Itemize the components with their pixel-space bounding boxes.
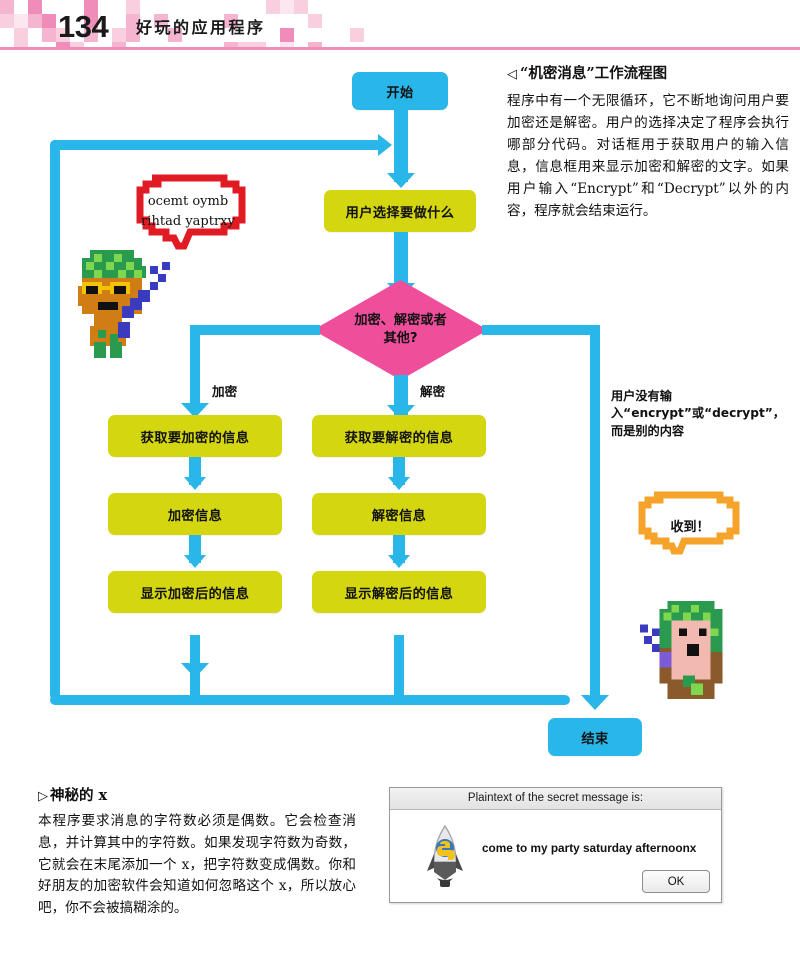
header-pixel-pattern: [0, 0, 378, 48]
decision-label-line1: 加密、解密或者: [354, 313, 447, 329]
bottom-note-heading-text: 神秘的 x: [50, 787, 108, 804]
page-header: 134 好玩的应用程序: [0, 0, 800, 52]
connector-ask-to-decision: [394, 232, 408, 292]
sidebar-note-body: 程序中有一个无限循环，它不断地询问用户要加密还是解密。用户的选择决定了程序会执行…: [507, 93, 789, 220]
flow-node-end[interactable]: 结束: [548, 718, 642, 756]
loopback-arrowhead: [378, 134, 392, 156]
flow-node-left-step-3[interactable]: 显示加密后的信息: [108, 571, 282, 613]
loopback-top-segment: [50, 140, 385, 150]
speech-bubble-red-text: ocemt oymb rihtad yaptrxy: [118, 192, 258, 231]
connector-decision-right-v: [590, 325, 600, 705]
flow-node-left-step-2[interactable]: 加密信息: [108, 493, 282, 535]
connector-decision-right-arrow: [581, 695, 609, 710]
speech-bubble-orange-shape: [638, 491, 740, 555]
left-branch-return-arrow: [181, 663, 209, 678]
connector-decision-right-h: [482, 325, 600, 335]
connector-decision-left-h: [190, 325, 320, 335]
connector-right-1-2-arrow: [388, 477, 410, 490]
flow-node-decision[interactable]: 加密、解密或者 其他?: [313, 280, 488, 380]
dialog-ok-button[interactable]: OK: [642, 870, 710, 893]
speech-bubble-red: ocemt oymb rihtad yaptrxy: [118, 172, 258, 260]
speech-bubble-orange: 收到！: [628, 490, 752, 570]
branch-label-encrypt: 加密: [212, 384, 238, 399]
dialog-body: come to my party saturday afternoonx OK: [390, 810, 721, 902]
connector-left-2-3-arrow: [184, 555, 206, 568]
dialog-message: come to my party saturday afternoonx: [482, 841, 697, 855]
speech-bubble-red-shape: [136, 174, 246, 250]
page-title: 好玩的应用程序: [136, 18, 266, 37]
pixel-boy-avatar: [78, 250, 170, 358]
triangle-right-icon: ▷: [38, 789, 48, 804]
bottom-note-heading: ▷神秘的 x: [38, 784, 356, 805]
branch-label-decrypt: 解密: [420, 384, 446, 399]
message-dialog: Plaintext of the secret message is: come…: [389, 787, 722, 903]
sidebar-note-heading: ◁“机密消息”工作流程图: [507, 62, 789, 83]
page-number: 134: [58, 9, 109, 44]
pixel-girl-avatar: [640, 600, 723, 699]
connector-start-to-ask: [394, 110, 408, 182]
loop-annotation: 用户没有输入“encrypt”或“decrypt”，而是别的内容: [611, 389, 785, 438]
decision-label-line2: 其他?: [383, 331, 418, 346]
dialog-title: Plaintext of the secret message is:: [390, 788, 721, 810]
bottom-note-body: 本程序要求消息的字符数必须是偶数。它会检查消息，并计算其中的字符数。如果发现字符…: [38, 813, 356, 916]
sidebar-note: ◁“机密消息”工作流程图 程序中有一个无限循环，它不断地询问用户要加密还是解密。…: [507, 62, 789, 222]
connector-decision-left-arrow: [181, 403, 209, 418]
speech-bubble-red-line2: rihtad yaptrxy: [141, 213, 235, 229]
speech-bubble-red-line1: ocemt oymb: [147, 194, 229, 209]
flow-node-right-step-3[interactable]: 显示解密后的信息: [312, 571, 486, 613]
connector-decision-left-v: [190, 325, 200, 413]
flow-node-start[interactable]: 开始: [352, 72, 448, 110]
connector-left-1-2-arrow: [184, 477, 206, 490]
triangle-left-icon: ◁: [507, 67, 517, 82]
right-branch-return-line: [394, 635, 404, 700]
flow-node-left-step-1[interactable]: 获取要加密的信息: [108, 415, 282, 457]
sidebar-note-heading-text: “机密消息”工作流程图: [520, 65, 668, 82]
connector-start-to-ask-arrow: [387, 173, 415, 188]
header-divider: [0, 47, 800, 50]
flowchart: 开始 用户选择要做什么 加密、解密或者 其他? 加密 解密: [0, 55, 800, 775]
connector-right-2-3-arrow: [388, 555, 410, 568]
flow-node-ask[interactable]: 用户选择要做什么: [324, 190, 476, 232]
decision-label: 加密、解密或者 其他?: [313, 280, 488, 380]
flow-node-right-step-2[interactable]: 解密信息: [312, 493, 486, 535]
speech-bubble-orange-text: 收到！: [670, 520, 710, 535]
flow-node-right-step-1[interactable]: 获取要解密的信息: [312, 415, 486, 457]
loopback-bottom-segment: [50, 695, 570, 705]
python-rocket-icon: [427, 824, 463, 887]
bottom-note: ▷神秘的 x 本程序要求消息的字符数必须是偶数。它会检查消息，并计算其中的字符数…: [38, 784, 356, 920]
loopback-left-segment: [50, 140, 60, 700]
